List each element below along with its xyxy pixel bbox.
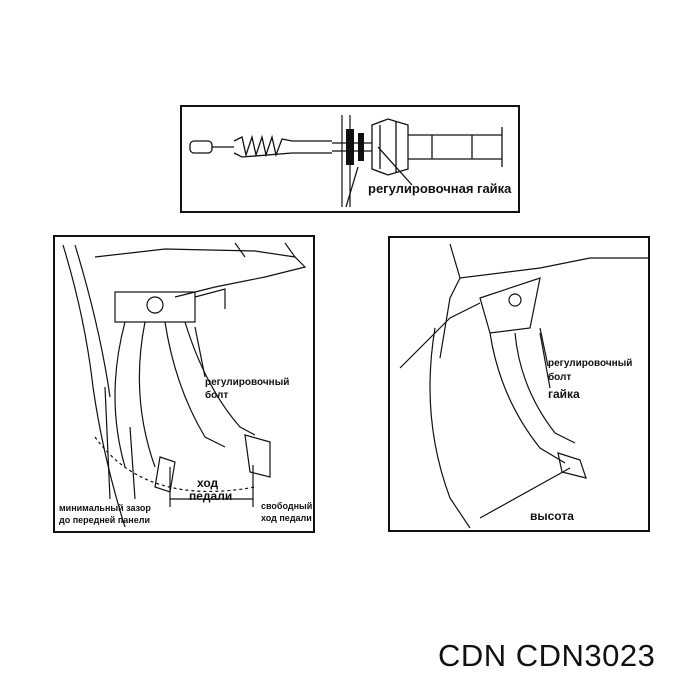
adjusting-bolt-label-line-1: регулировочный	[548, 358, 633, 369]
pedal-travel-label-line-1: ход	[197, 476, 219, 490]
adjusting-nut-label: регулировочная гайка	[368, 181, 512, 196]
cable-drawing	[189, 115, 503, 208]
pedal-travel-label-line-2: педали	[189, 489, 233, 503]
pedal-height-panel: регулировочный болт гайка высота	[388, 236, 650, 532]
min-clearance-label-line-2: до передней панели	[59, 515, 150, 525]
free-play-label-line-2: ход педали	[261, 513, 312, 523]
brand-part-number: CDN CDN3023	[438, 638, 656, 673]
adjusting-bolt-label-line-1: регулировочный	[205, 377, 290, 388]
adjusting-bolt-label-line-2: болт	[548, 372, 572, 383]
cable-adjustment-panel: регулировочная гайка	[180, 105, 520, 213]
height-label: высота	[530, 509, 574, 523]
pedal-height-drawing	[399, 243, 648, 529]
pedal-travel-drawing	[62, 242, 307, 528]
nut-label: гайка	[548, 387, 580, 401]
adjusting-bolt-label-line-2: болт	[205, 390, 229, 401]
min-clearance-label-line-1: минимальный зазор	[59, 503, 151, 513]
free-play-label-line-1: свободный	[261, 501, 313, 511]
pedal-travel-panel: регулировочный болт ход педали минимальн…	[53, 235, 315, 533]
